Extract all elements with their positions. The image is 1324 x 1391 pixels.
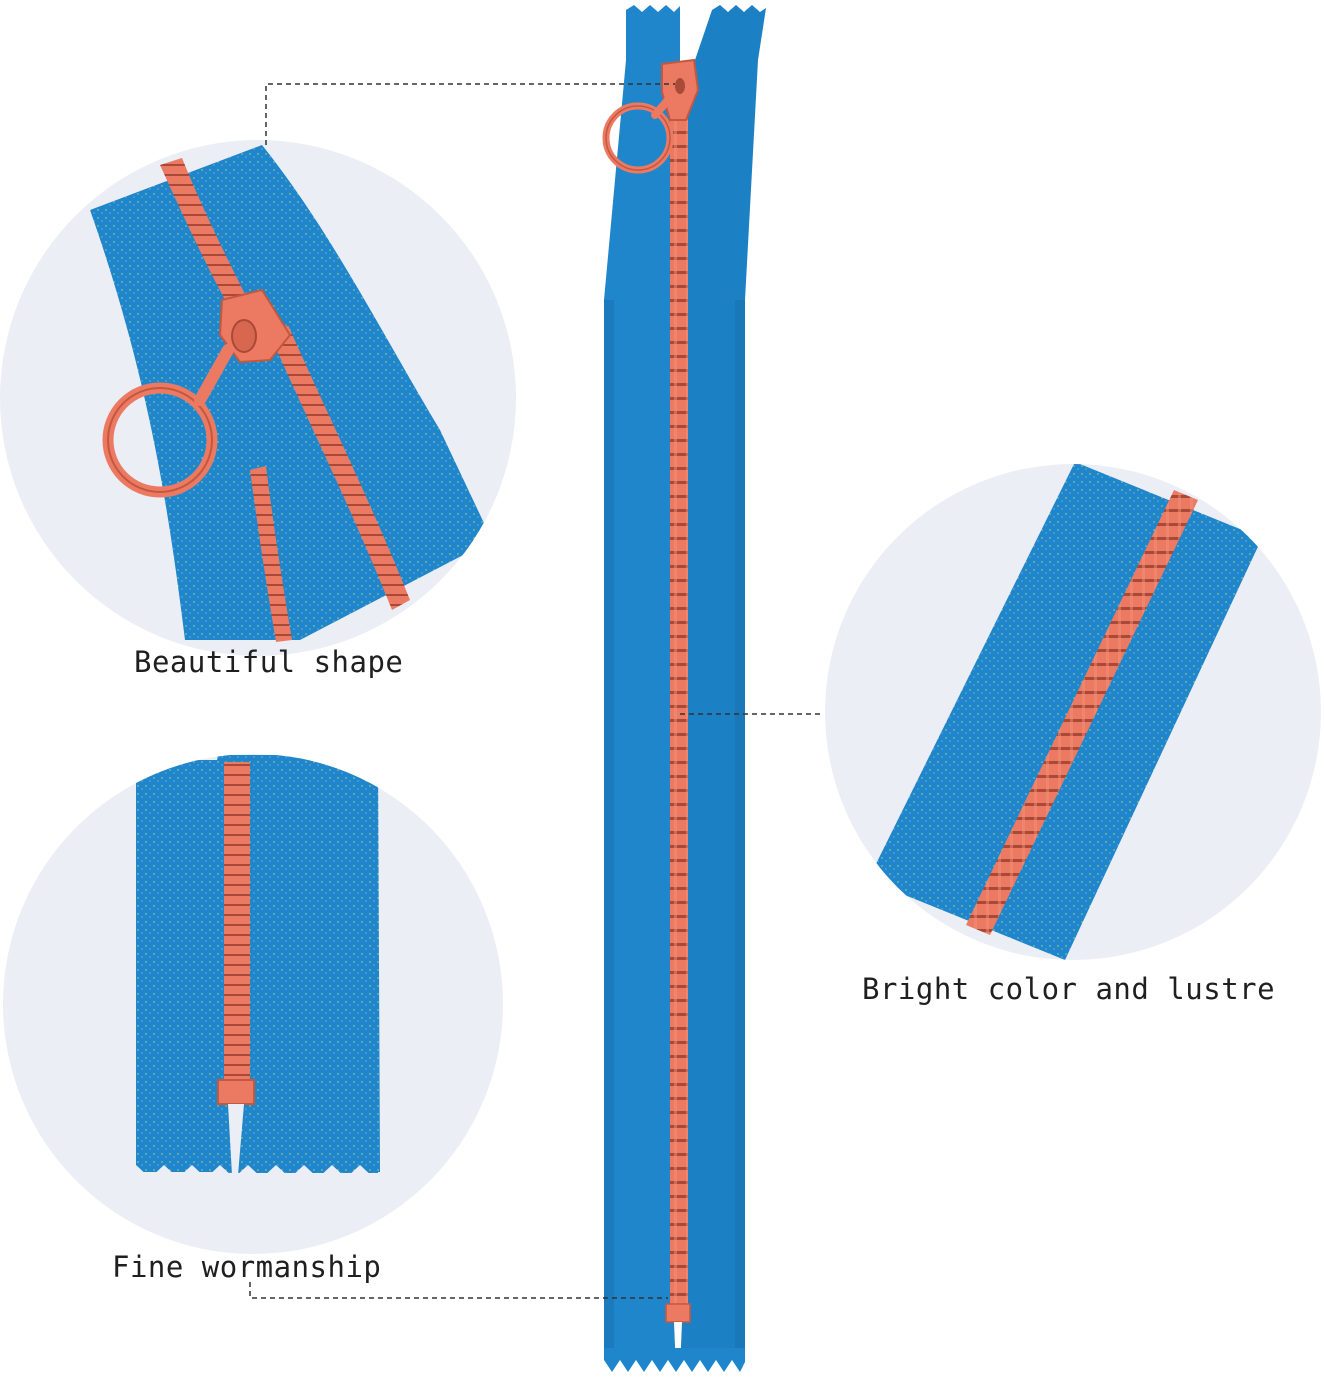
caption-bright-color: Bright color and lustre [862, 972, 1276, 1006]
leader-line-slider [265, 83, 675, 145]
caption-beautiful-shape: Beautiful shape [134, 645, 404, 679]
leader-lines [249, 83, 822, 1299]
detail-circle-bottom-stop [3, 754, 503, 1254]
main-zipper [602, 5, 766, 1372]
detail-circle-slider [0, 140, 516, 656]
detail-circle-tape [825, 464, 1321, 960]
caption-fine-workmanship: Fine wormanship [112, 1250, 382, 1284]
